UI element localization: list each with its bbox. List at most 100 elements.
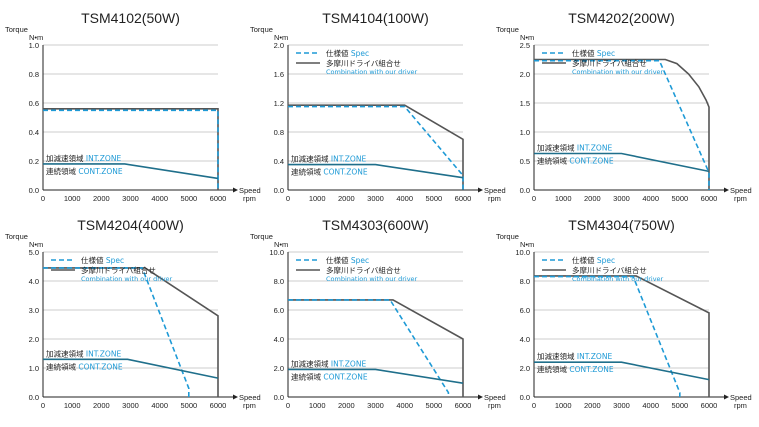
series-driver-line bbox=[288, 299, 464, 397]
x-tick-label: 4000 bbox=[642, 401, 659, 410]
cont-zone-jp: 連続領域 bbox=[537, 155, 569, 165]
legend-spec-jp: 仕様値 bbox=[81, 255, 106, 265]
y-tick-label: 10.0 bbox=[515, 248, 530, 257]
series-cont-line bbox=[288, 368, 464, 384]
y-tick-label: 1.0 bbox=[29, 41, 39, 50]
x-tick-label: 3000 bbox=[122, 401, 139, 410]
x-tick-label: 1000 bbox=[555, 401, 572, 410]
x-tick-label: 2000 bbox=[338, 194, 355, 203]
cont-zone-en: CONT.ZONE bbox=[323, 372, 367, 381]
y-tick-label: 2.0 bbox=[520, 364, 530, 373]
y-tick-label: 0.4 bbox=[274, 157, 284, 166]
y-tick-label: 0.8 bbox=[29, 70, 39, 79]
y-axis-unit: N•m bbox=[29, 33, 43, 42]
x-axis-arrow bbox=[724, 187, 729, 193]
legend-driver-en: Combination with our driver bbox=[572, 275, 664, 283]
chart-6: TSM4304(750W)TorqueN•mSpeedrpm0.02.04.06… bbox=[496, 217, 752, 410]
chart-5: TSM4303(600W)TorqueN•mSpeedrpm0.02.04.06… bbox=[250, 217, 506, 410]
x-tick-label: 1000 bbox=[64, 401, 81, 410]
int-zone-jp: 加減速領域 bbox=[291, 154, 331, 164]
x-axis-unit: rpm bbox=[243, 401, 256, 410]
legend-spec-jp: 仕様値 bbox=[572, 48, 597, 58]
legend-spec-en: Spec bbox=[351, 49, 369, 58]
series-cont-line bbox=[534, 152, 710, 173]
y-tick-label: 10.0 bbox=[269, 248, 284, 257]
int-zone-en: INT.ZONE bbox=[577, 143, 613, 152]
y-tick-label: 0.8 bbox=[274, 128, 284, 137]
y-tick-label: 0.2 bbox=[29, 157, 39, 166]
x-tick-label: 3000 bbox=[367, 401, 384, 410]
legend-spec-text: 仕様値 Spec bbox=[326, 255, 369, 265]
x-tick-label: 5000 bbox=[671, 401, 688, 410]
legend-driver-en: Combination with our driver bbox=[326, 68, 418, 76]
chart-1: TSM4102(50W)TorqueN•mSpeedrpm0.00.20.40.… bbox=[5, 10, 261, 203]
int-zone-jp: 加減速領域 bbox=[46, 153, 86, 163]
legend-spec-en: Spec bbox=[106, 256, 124, 265]
x-axis-label-speed: Speed bbox=[730, 393, 752, 402]
x-tick-label: 5000 bbox=[425, 401, 442, 410]
int-zone-label: 加減速領域 INT.ZONE bbox=[291, 154, 366, 164]
legend-driver-jp: 多摩川ドライバ組合せ bbox=[572, 265, 647, 275]
cont-zone-jp: 連続領域 bbox=[46, 166, 78, 176]
x-tick-label: 2000 bbox=[93, 194, 110, 203]
chart-2: TSM4104(100W)TorqueN•mSpeedrpm0.00.40.81… bbox=[250, 10, 506, 203]
chart-title: TSM4104(100W) bbox=[322, 10, 429, 26]
int-zone-en: INT.ZONE bbox=[86, 349, 122, 358]
series-driver-line bbox=[43, 267, 219, 397]
x-tick-label: 0 bbox=[41, 194, 45, 203]
y-tick-label: 6.0 bbox=[274, 306, 284, 315]
legend-driver-jp: 多摩川ドライバ組合せ bbox=[81, 265, 156, 275]
x-tick-label: 1000 bbox=[309, 194, 326, 203]
series-cont-line bbox=[43, 163, 219, 180]
int-zone-en: INT.ZONE bbox=[331, 359, 367, 368]
chart-title: TSM4303(600W) bbox=[322, 217, 429, 233]
x-tick-label: 0 bbox=[286, 194, 290, 203]
y-tick-label: 8.0 bbox=[520, 277, 530, 286]
x-tick-label: 6000 bbox=[210, 194, 227, 203]
x-tick-label: 5000 bbox=[671, 194, 688, 203]
series-spec-line bbox=[288, 105, 464, 190]
y-axis-unit: N•m bbox=[520, 240, 534, 249]
series-spec-line bbox=[288, 299, 450, 397]
legend-spec-en: Spec bbox=[597, 256, 615, 265]
chart-title: TSM4204(400W) bbox=[77, 217, 184, 233]
y-axis-unit: N•m bbox=[29, 240, 43, 249]
cont-zone-label: 連続領域 CONT.ZONE bbox=[46, 361, 123, 371]
x-tick-label: 1000 bbox=[64, 194, 81, 203]
legend-spec-text: 仕様値 Spec bbox=[572, 48, 615, 58]
series-cont-line bbox=[534, 361, 710, 381]
y-axis-label-torque: Torque bbox=[5, 232, 28, 241]
y-tick-label: 0.0 bbox=[520, 186, 530, 195]
y-tick-label: 2.5 bbox=[520, 41, 530, 50]
x-axis-label-speed: Speed bbox=[484, 393, 506, 402]
cont-zone-jp: 連続領域 bbox=[46, 361, 78, 371]
x-tick-label: 4000 bbox=[151, 401, 168, 410]
x-tick-label: 1000 bbox=[309, 401, 326, 410]
cont-zone-en: CONT.ZONE bbox=[78, 362, 122, 371]
y-axis-unit: N•m bbox=[520, 33, 534, 42]
x-axis-arrow bbox=[724, 394, 729, 400]
y-tick-label: 5.0 bbox=[29, 248, 39, 257]
int-zone-label: 加減速領域 INT.ZONE bbox=[537, 142, 612, 152]
cont-zone-en: CONT.ZONE bbox=[78, 167, 122, 176]
y-tick-label: 0.0 bbox=[274, 393, 284, 402]
x-tick-label: 0 bbox=[532, 401, 536, 410]
x-tick-label: 0 bbox=[41, 401, 45, 410]
int-zone-jp: 加減速領域 bbox=[291, 358, 331, 368]
int-zone-label: 加減速領域 INT.ZONE bbox=[46, 348, 121, 358]
y-axis-unit: N•m bbox=[274, 33, 288, 42]
chart-4: TSM4204(400W)TorqueN•mSpeedrpm0.01.02.03… bbox=[5, 217, 261, 410]
x-axis-label-speed: Speed bbox=[239, 393, 261, 402]
y-tick-label: 6.0 bbox=[520, 306, 530, 315]
int-zone-label: 加減速領域 INT.ZONE bbox=[537, 351, 612, 361]
x-tick-label: 6000 bbox=[701, 194, 718, 203]
y-tick-label: 0.0 bbox=[520, 393, 530, 402]
y-tick-label: 2.0 bbox=[274, 41, 284, 50]
x-tick-label: 4000 bbox=[642, 194, 659, 203]
legend-driver-en: Combination with our driver bbox=[572, 68, 664, 76]
x-tick-label: 2000 bbox=[338, 401, 355, 410]
y-tick-label: 0.0 bbox=[29, 186, 39, 195]
